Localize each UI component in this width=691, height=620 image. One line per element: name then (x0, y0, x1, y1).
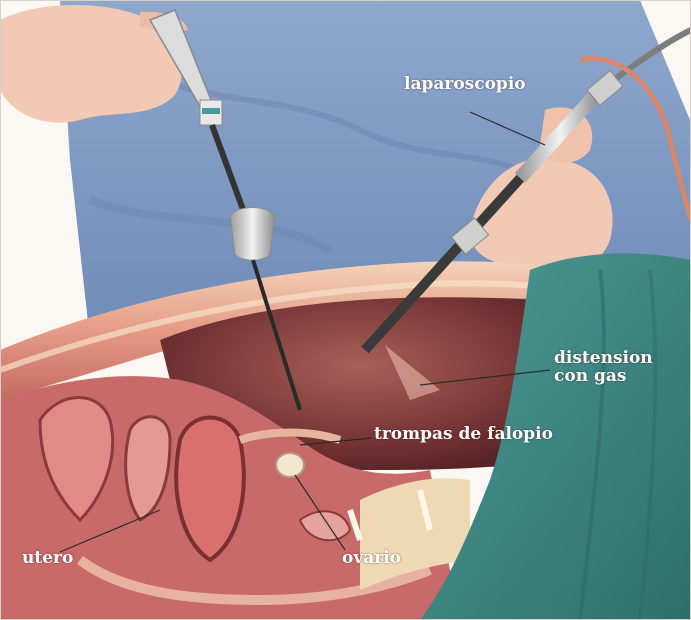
label-distension: distension con gas (554, 350, 653, 386)
label-laparoscopio: laparoscopio (404, 76, 526, 94)
label-distension-line2: con gas (554, 368, 653, 386)
label-ovario: ovario (342, 550, 401, 568)
label-utero: utero (22, 550, 73, 568)
label-trompas-de-falopio: trompas de falopio (374, 426, 553, 444)
